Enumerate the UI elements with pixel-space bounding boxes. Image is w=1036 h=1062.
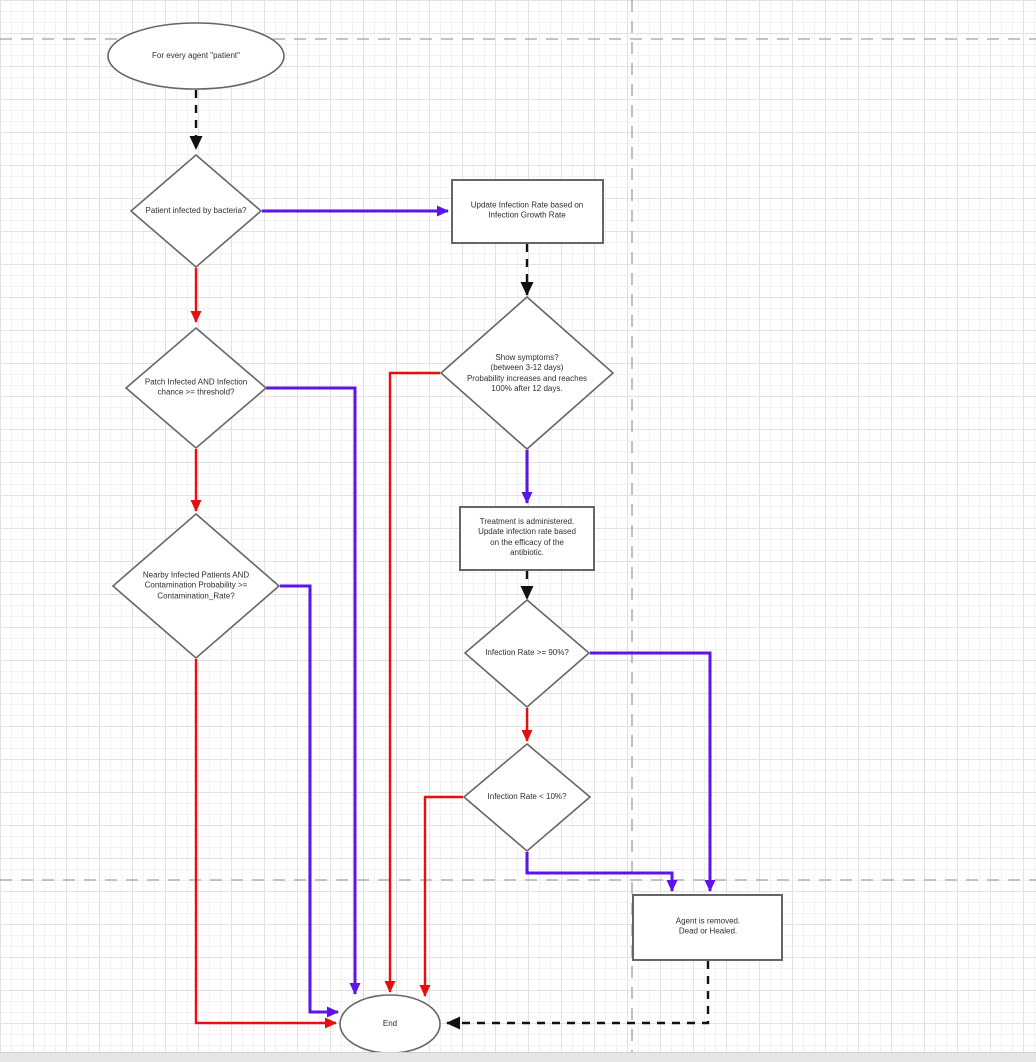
decision-nearby-infected[interactable] (111, 512, 281, 660)
canvas-bottom-edge (0, 1052, 1036, 1062)
edge-nearby-infected-to-end-no[interactable] (194, 659, 337, 1029)
edge-rate-90-to-agent-removed[interactable] (590, 651, 716, 892)
process-treatment-administered[interactable] (459, 506, 595, 571)
edge-patch-infected-to-end[interactable] (266, 386, 361, 995)
start-node[interactable] (107, 22, 285, 90)
edge-show-symptoms-to-end[interactable] (384, 371, 440, 993)
decision-show-symptoms[interactable] (439, 295, 615, 451)
decision-infection-rate-10[interactable] (462, 742, 592, 853)
edge-nearby-infected-to-end[interactable] (280, 584, 339, 1018)
process-agent-removed[interactable] (632, 894, 783, 961)
decision-patch-infected[interactable] (124, 326, 268, 450)
edge-rate-10-to-agent-removed[interactable] (525, 852, 678, 892)
decision-patient-infected[interactable] (129, 153, 263, 269)
edge-agent-removed-to-end[interactable] (446, 961, 710, 1030)
end-node[interactable] (339, 994, 441, 1054)
process-update-infection-rate[interactable] (451, 179, 604, 244)
edge-rate-10-to-end[interactable] (419, 795, 463, 997)
decision-infection-rate-90[interactable] (463, 598, 591, 709)
